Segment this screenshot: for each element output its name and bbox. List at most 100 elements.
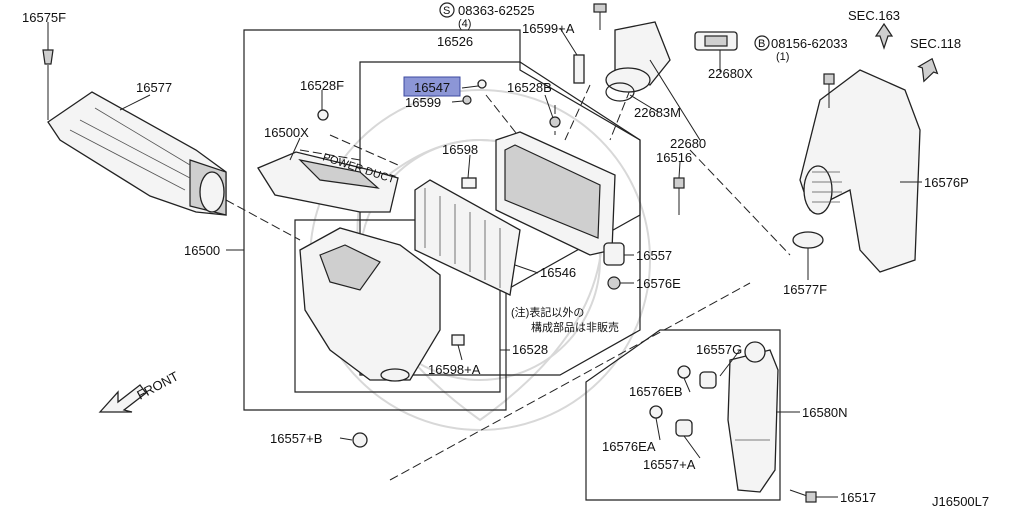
label-16546: 16546 — [540, 265, 576, 280]
leader — [649, 59, 701, 141]
label-16547[interactable]: 16547 — [414, 80, 450, 95]
leader — [678, 161, 681, 179]
s-circle-icon — [439, 2, 455, 18]
clip-16528B — [549, 116, 561, 128]
lower-case-16528 — [299, 227, 441, 382]
label-16576EA: 16576EA — [602, 439, 656, 454]
diagram-code: J16500L7 — [932, 494, 989, 509]
throttle-elbow-part — [605, 21, 671, 93]
duct-16576P — [799, 69, 921, 273]
leader-dash — [564, 84, 591, 141]
label-16516: 16516 — [656, 150, 692, 165]
clip-16576EA — [649, 405, 663, 419]
clip-16598A — [451, 334, 465, 346]
label-sec163: SEC.163 — [848, 8, 900, 23]
leader — [559, 27, 578, 56]
leader-dash — [389, 282, 751, 481]
leader — [514, 264, 539, 274]
label-22680X: 22680X — [708, 66, 753, 81]
leader — [451, 100, 464, 103]
leader-dash — [609, 89, 631, 141]
leader — [683, 435, 701, 459]
label-16500: 16500 — [184, 243, 220, 258]
element-group-16526-outline — [359, 61, 641, 376]
front-arrow-icon — [98, 384, 147, 413]
clip-16528F — [317, 109, 329, 121]
leader — [461, 85, 479, 89]
clip-16576E — [607, 276, 621, 290]
leader — [629, 94, 659, 113]
label-22680: 22680 — [670, 136, 706, 151]
label-16528F: 16528F — [300, 78, 344, 93]
highlight-box — [403, 76, 461, 97]
label-16557B: 16557+B — [270, 431, 322, 446]
arrow-up-icon-sec163 — [874, 22, 894, 50]
label-16526: 16526 — [437, 34, 473, 49]
gasket-22683M — [605, 82, 635, 102]
label-08156-qty: (1) — [776, 51, 789, 63]
leader — [457, 344, 463, 361]
upper-cover-16500X: POWER DUCT — [257, 151, 399, 213]
label-16576EB: 16576EB — [629, 384, 683, 399]
leader-dash — [689, 149, 791, 256]
label-16528B: 16528B — [507, 80, 552, 95]
sensor-22680 — [694, 31, 738, 51]
label-16557: 16557 — [636, 248, 672, 263]
mount-rubber-16557A — [675, 419, 693, 437]
label-16577: 16577 — [136, 80, 172, 95]
leader — [544, 94, 554, 119]
label-16517: 16517 — [840, 490, 876, 505]
label-front: FRONT — [134, 368, 181, 402]
leader — [683, 377, 691, 393]
note-line-2: 構成部品は非販売 — [531, 320, 619, 334]
label-22683M: 22683M — [634, 105, 681, 120]
clip-16576EB — [677, 365, 691, 379]
note-line-1: (注)表記以外の — [511, 305, 584, 319]
leader-dash — [225, 199, 301, 241]
label-16580N: 16580N — [802, 405, 848, 420]
lower-case-16528-outline — [294, 219, 501, 393]
pin-16599A — [573, 54, 585, 84]
label-08363-qty: (4) — [458, 18, 471, 30]
resonator-16580N — [727, 341, 779, 493]
screw-08363 — [593, 3, 607, 30]
label-16528: 16528 — [512, 342, 548, 357]
leader — [467, 154, 471, 179]
clamp-16577F — [792, 231, 824, 249]
leader — [655, 417, 661, 441]
mount-rubber-16557G — [699, 371, 717, 389]
b-circle-icon — [754, 35, 770, 51]
clip-16575F — [42, 49, 54, 120]
clip-16599 — [462, 95, 472, 105]
label-16577F: 16577F — [783, 282, 827, 297]
clip-16598 — [461, 177, 477, 189]
label-sec118: SEC.118 — [910, 36, 961, 51]
label-16598A: 16598+A — [428, 362, 481, 377]
arrow-up-icon-sec118 — [917, 57, 939, 83]
label-16598: 16598 — [442, 142, 478, 157]
label-16557A: 16557+A — [643, 457, 696, 472]
bolt-16517 — [789, 489, 817, 503]
grommet-16547 — [477, 79, 487, 89]
mount-rubber-16557B — [352, 432, 368, 448]
leader — [289, 137, 301, 161]
label-16576E: 16576E — [636, 276, 681, 291]
label-16599A: 16599+A — [522, 21, 575, 36]
label-16599: 16599 — [405, 95, 441, 110]
filter-element-16546 — [414, 179, 521, 296]
leader-dash — [299, 149, 361, 161]
label-16557G: 16557G — [696, 342, 742, 357]
label-16575F: 16575F — [22, 10, 66, 25]
mount-rubber-16557 — [603, 242, 625, 266]
s-symbol: S — [443, 5, 450, 17]
label-08156: 08156-62033 — [771, 36, 848, 51]
bolt-16516 — [673, 177, 685, 215]
leader — [719, 349, 741, 377]
air-duct-16577 — [47, 91, 227, 216]
bolt-08156 — [823, 73, 835, 108]
label-08363: 08363-62525 — [458, 3, 535, 18]
leader — [119, 94, 151, 111]
leader-dash — [485, 94, 521, 139]
label-16500X: 16500X — [264, 125, 309, 140]
